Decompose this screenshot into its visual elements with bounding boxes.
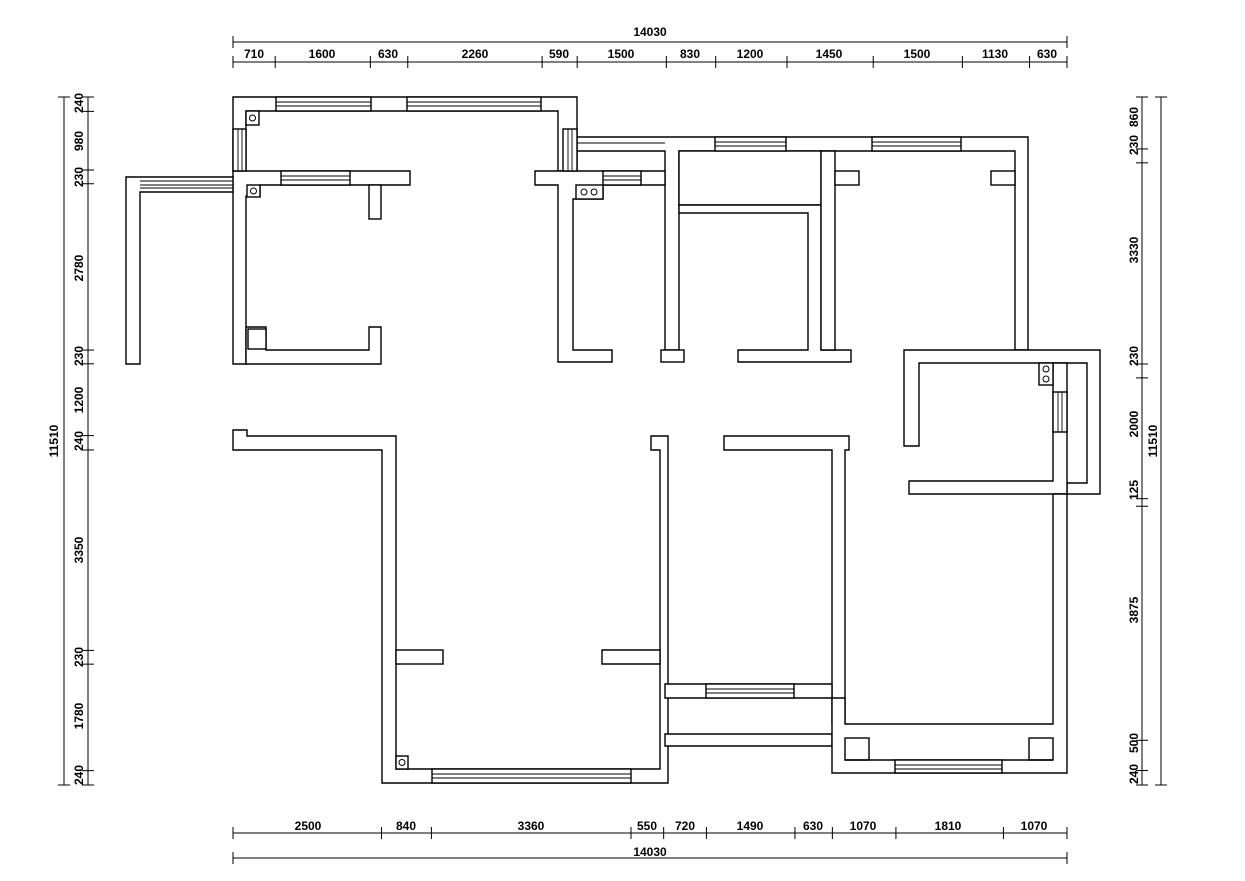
bottom-dim-label: 2500 (295, 819, 322, 833)
top-dim-label: 2260 (462, 47, 489, 61)
overall-width-bottom-label: 14030 (633, 845, 667, 859)
top-dim-label: 1500 (608, 47, 635, 61)
left-dim-label: 230 (72, 647, 86, 667)
top-dim-label: 630 (1037, 47, 1057, 61)
pipe-icon (395, 755, 409, 770)
left-dim-label: 3350 (72, 536, 86, 563)
pipe-icon (245, 110, 260, 126)
pipe-icon (246, 184, 261, 198)
window (280, 170, 351, 186)
right-dim-label: 3875 (1127, 596, 1141, 623)
left-dim-label: 230 (72, 167, 86, 187)
left-dim-label: 1200 (72, 386, 86, 413)
windows (140, 96, 1068, 784)
overall-height-left-label: 11510 (47, 424, 61, 457)
window (275, 96, 372, 112)
top-dim-label: 630 (378, 47, 398, 61)
dimension-labels: 14030 14030 11510 11510 710 1600 630 226… (47, 25, 1160, 859)
window (562, 128, 578, 172)
walls (125, 96, 1101, 784)
right-dim-label: 3330 (1127, 236, 1141, 263)
pipe-icon (575, 184, 604, 200)
bottom-dim-label: 630 (803, 819, 823, 833)
dimension-lines (58, 36, 1167, 864)
top-dim-label: 710 (244, 47, 264, 61)
right-dim-label: 125 (1127, 480, 1141, 500)
top-dim-label: 1500 (904, 47, 931, 61)
bottom-dim-label: 1070 (1021, 819, 1048, 833)
pipe-symbols (245, 110, 1054, 770)
left-dim-label: 240 (72, 93, 86, 113)
overall-height-right-label: 11510 (1146, 424, 1160, 457)
bottom-dim-label: 1810 (935, 819, 962, 833)
right-dim-label: 230 (1127, 135, 1141, 155)
bottom-dim-label: 550 (637, 819, 657, 833)
pipe-icon (1038, 362, 1054, 386)
bottom-dim-label: 720 (675, 819, 695, 833)
left-dim-label: 2780 (72, 254, 86, 281)
left-dim-label: 240 (72, 431, 86, 451)
window (140, 180, 233, 189)
top-dim-label: 1600 (309, 47, 336, 61)
left-dim-label: 240 (72, 765, 86, 785)
window (705, 683, 795, 699)
overall-width-top-label: 14030 (633, 25, 667, 39)
window (894, 759, 1003, 774)
bottom-dim-label: 840 (396, 819, 416, 833)
top-dim-label: 1450 (816, 47, 843, 61)
top-dim-label: 590 (549, 47, 569, 61)
window (714, 136, 787, 152)
window (232, 128, 247, 172)
window (431, 768, 632, 784)
top-dim-label: 1200 (737, 47, 764, 61)
top-dim-label: 1130 (982, 47, 1008, 61)
window (1052, 391, 1068, 433)
left-dim-label: 980 (72, 131, 86, 151)
top-dim-label: 830 (680, 47, 700, 61)
right-dim-label: 860 (1127, 107, 1141, 127)
left-dim-label: 1780 (72, 702, 86, 729)
window (602, 170, 642, 186)
left-dim-label: 230 (72, 346, 86, 366)
right-dim-label: 230 (1127, 346, 1141, 366)
window (871, 136, 962, 152)
bottom-dim-label: 1070 (850, 819, 877, 833)
right-dim-label: 2000 (1127, 410, 1141, 437)
right-dim-label: 500 (1127, 733, 1141, 753)
bottom-dim-label: 3360 (518, 819, 545, 833)
bottom-dim-label: 1490 (737, 819, 764, 833)
window (406, 96, 542, 112)
right-dim-label: 240 (1127, 764, 1141, 784)
